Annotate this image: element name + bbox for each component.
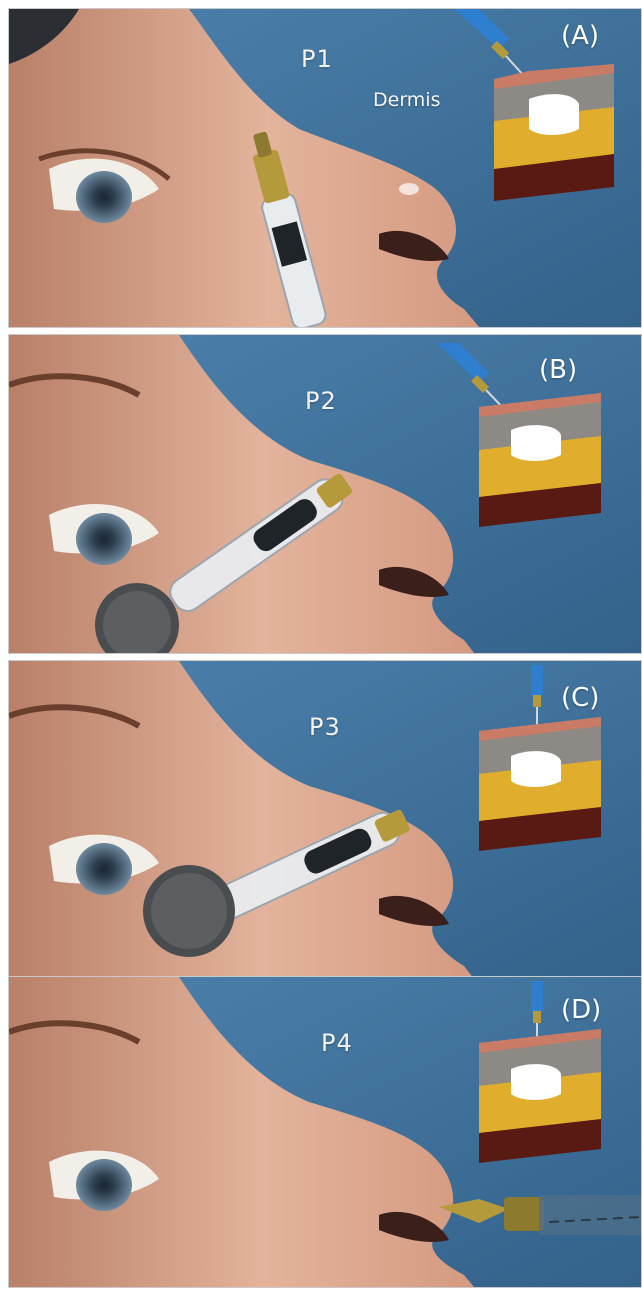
panel-letter: (D) (561, 995, 601, 1025)
panel-p1: P1 (A) Dermis (8, 8, 642, 328)
panel-p3-illustration (9, 661, 641, 979)
panel-p4-illustration (9, 977, 641, 1287)
eye-icon (76, 843, 132, 895)
skin-layers-block (479, 717, 601, 851)
step-label: P2 (305, 387, 337, 415)
step-label: P4 (321, 1029, 353, 1057)
panel-letter: (C) (561, 683, 599, 713)
eye-icon (76, 171, 132, 223)
step-label: P1 (301, 45, 333, 73)
skin-layers-block (479, 393, 601, 527)
skin-layers-block (479, 1029, 601, 1163)
panel-p2: P2 (B) (8, 334, 642, 654)
panel-p4: P4 (D) (8, 976, 642, 1288)
step-label: P3 (309, 713, 341, 741)
panel-p3: P3 (C) (8, 660, 642, 980)
eye-icon (76, 513, 132, 565)
panel-letter: (A) (561, 21, 599, 51)
panel-letter: (B) (539, 355, 577, 385)
dermis-annotation: Dermis (373, 89, 440, 111)
eye-icon (76, 1159, 132, 1211)
skin-layers-block (494, 64, 614, 201)
